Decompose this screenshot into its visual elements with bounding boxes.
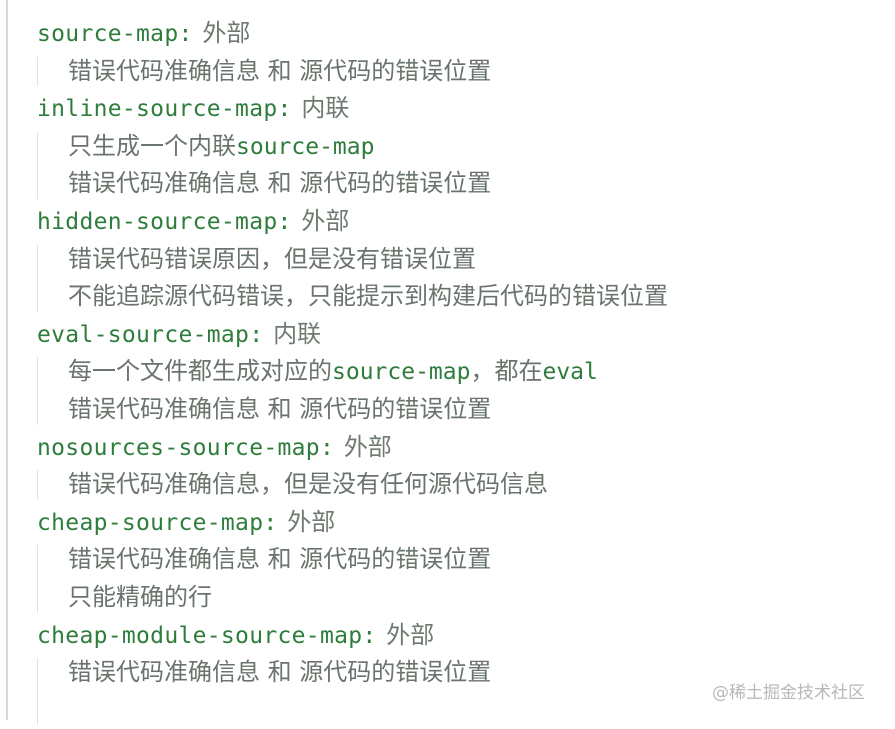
detail-line: 只生成一个内联source-map — [0, 128, 895, 166]
detail-line: 错误代码准确信息 和 源代码的错误位置 — [0, 391, 895, 429]
detail-group: 每一个文件都生成对应的source-map，都在eval 错误代码准确信息 和 … — [0, 353, 895, 428]
detail-line: 错误代码准确信息 和 源代码的错误位置 — [0, 53, 895, 91]
detail-text: 不能追踪源代码错误，只能提示到构建后代码的错误位置 — [68, 282, 668, 310]
key-line: cheap-module-source-map: 外部 — [0, 617, 895, 655]
indent-guide — [37, 245, 38, 312]
entry-colon: : — [278, 209, 292, 235]
detail-group: 错误代码准确信息 和 源代码的错误位置 只能精确的行 — [0, 541, 895, 616]
detail-group: 错误代码错误原因，但是没有错误位置 不能追踪源代码错误，只能提示到构建后代码的错… — [0, 241, 895, 316]
entry-nosources-source-map: nosources-source-map: 外部 错误代码准确信息，但是没有任何源… — [0, 429, 895, 504]
indent-guide — [37, 357, 38, 424]
indent-guide — [37, 470, 38, 500]
key-line: nosources-source-map: 外部 — [0, 429, 895, 467]
detail-text: 只能精确的行 — [68, 583, 212, 611]
detail-line: 错误代码准确信息 和 源代码的错误位置 — [0, 541, 895, 579]
detail-line: 错误代码准确信息，但是没有任何源代码信息 — [0, 466, 895, 504]
detail-code: source-map — [236, 134, 374, 160]
detail-text: 错误代码准确信息 和 源代码的错误位置 — [68, 169, 491, 197]
entry-value: 外部 — [301, 207, 349, 235]
key-line: cheap-source-map: 外部 — [0, 504, 895, 542]
detail-text: 错误代码准确信息 和 源代码的错误位置 — [68, 395, 491, 423]
indent-guide — [37, 658, 38, 725]
entry-cheap-module-source-map: cheap-module-source-map: 外部 错误代码准确信息 和 源代… — [0, 617, 895, 729]
detail-group: 错误代码准确信息，但是没有任何源代码信息 — [0, 466, 895, 504]
detail-text: 每一个文件都生成对应的 — [68, 357, 332, 385]
key-line: eval-source-map: 内联 — [0, 316, 895, 354]
entry-value: 外部 — [287, 508, 335, 536]
indent-guide — [37, 57, 38, 87]
detail-code: source-map — [332, 359, 470, 385]
entry-colon: : — [263, 510, 277, 536]
entry-key: hidden-source-map — [37, 209, 278, 235]
detail-text: ，都在 — [470, 357, 542, 385]
key-line: hidden-source-map: 外部 — [0, 203, 895, 241]
entry-value: 外部 — [344, 433, 392, 461]
entry-colon: : — [362, 623, 376, 649]
entry-value: 外部 — [386, 621, 434, 649]
entry-key: cheap-module-source-map — [37, 623, 362, 649]
detail-line: 错误代码错误原因，但是没有错误位置 — [0, 241, 895, 279]
entry-source-map: source-map: 外部 错误代码准确信息 和 源代码的错误位置 — [0, 15, 895, 90]
detail-text: 错误代码准确信息 和 源代码的错误位置 — [68, 545, 491, 573]
indent-guide — [37, 545, 38, 612]
detail-text: 错误代码准确信息 和 源代码的错误位置 — [68, 57, 491, 85]
entry-colon: : — [320, 435, 334, 461]
entry-value: 内联 — [301, 94, 349, 122]
detail-line: 每一个文件都生成对应的source-map，都在eval — [0, 353, 895, 391]
entry-key: inline-source-map — [37, 96, 278, 122]
detail-line: 错误代码准确信息 和 源代码的错误位置 — [0, 165, 895, 203]
entry-colon: : — [278, 96, 292, 122]
entry-value: 外部 — [202, 19, 250, 47]
entry-value: 内联 — [273, 320, 321, 348]
key-line: inline-source-map: 内联 — [0, 90, 895, 128]
entry-key: eval-source-map — [37, 322, 249, 348]
entry-eval-source-map: eval-source-map: 内联 每一个文件都生成对应的source-map… — [0, 316, 895, 429]
detail-text: 错误代码准确信息，但是没有任何源代码信息 — [68, 470, 548, 498]
detail-group: 错误代码准确信息 和 源代码的错误位置 — [0, 53, 895, 91]
detail-text: 错误代码错误原因，但是没有错误位置 — [68, 245, 476, 273]
document-lines: source-map: 外部 错误代码准确信息 和 源代码的错误位置 inline… — [0, 15, 895, 729]
detail-line: 不能追踪源代码错误，只能提示到构建后代码的错误位置 — [0, 278, 895, 316]
entry-cheap-source-map: cheap-source-map: 外部 错误代码准确信息 和 源代码的错误位置 … — [0, 504, 895, 617]
watermark: @稀土掘金技术社区 — [712, 678, 865, 703]
entry-colon: : — [249, 322, 263, 348]
entry-inline-source-map: inline-source-map: 内联 只生成一个内联source-map 错… — [0, 90, 895, 203]
detail-group: 只生成一个内联source-map 错误代码准确信息 和 源代码的错误位置 — [0, 128, 895, 203]
detail-code: eval — [542, 359, 597, 385]
entry-hidden-source-map: hidden-source-map: 外部 错误代码错误原因，但是没有错误位置 不… — [0, 203, 895, 316]
entry-colon: : — [178, 21, 192, 47]
detail-line: 只能精确的行 — [0, 579, 895, 617]
entry-key: nosources-source-map — [37, 435, 320, 461]
key-line: source-map: 外部 — [0, 15, 895, 53]
entry-key: cheap-source-map — [37, 510, 263, 536]
indent-guide — [37, 132, 38, 199]
detail-text: 错误代码准确信息 和 源代码的错误位置 — [68, 658, 491, 686]
detail-text: 只生成一个内联 — [68, 132, 236, 160]
entry-key: source-map — [37, 21, 178, 47]
